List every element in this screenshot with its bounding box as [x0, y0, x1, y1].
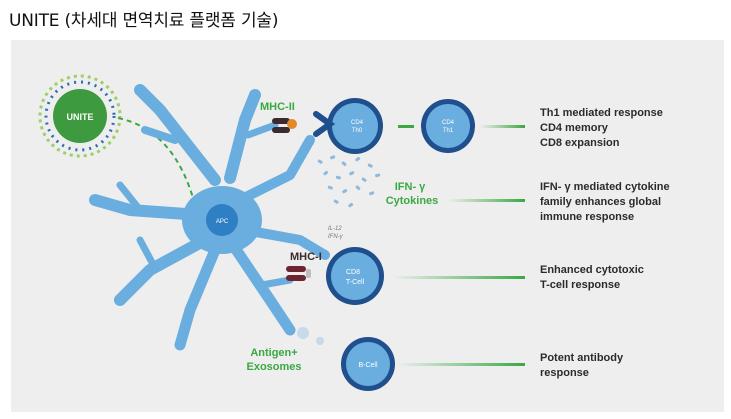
cd8-label-line2: T-Cell — [346, 279, 365, 286]
th0-label-line1: CD4 — [351, 120, 364, 126]
unite-label: UNITE — [67, 112, 94, 122]
cytokine-particles — [317, 155, 381, 208]
unite-core — [53, 89, 107, 143]
arrow-ifn — [448, 199, 525, 202]
exosome-bubble — [297, 327, 309, 339]
outcome-ifn-line1: IFN- γ mediated cytokine — [540, 181, 670, 193]
mhc1-receptor-icon — [286, 266, 311, 281]
th1-label-line1: CD4 — [442, 120, 455, 126]
cd4-th0-cell: CD4 Th0 — [313, 98, 383, 154]
ifn-label-line1: IFN- γ — [395, 181, 426, 193]
tcr-receptor-icon — [313, 111, 336, 137]
outcome-bcell-line1: Potent antibody — [540, 352, 624, 364]
bcell-label: B-Cell — [358, 362, 378, 369]
cd4-th1-cell: CD4 Th1 — [421, 99, 475, 153]
mhc1-label: MHC-I — [290, 251, 322, 263]
antigen-label-line2: Exosomes — [246, 361, 301, 373]
apc-nucleus — [206, 204, 238, 236]
cd8-tcell: CD8 T-Cell — [326, 247, 384, 305]
dashed-connector — [117, 117, 196, 206]
dna-ring-icon — [38, 74, 122, 158]
arrow-th1 — [480, 125, 525, 128]
exosome-bubble — [316, 337, 324, 345]
mhc2-label: MHC-II — [260, 101, 295, 113]
page-title: UNITE (차세대 면역치료 플랫폼 기술) — [9, 11, 279, 31]
outcome-th1-line2: CD4 memory — [540, 122, 609, 134]
th1-label-line2: Th1 — [443, 128, 454, 134]
outcome-th1-line1: Th1 mediated response — [540, 107, 663, 119]
th0-label-line2: Th0 — [352, 128, 363, 134]
outcome-cd8-line1: Enhanced cytotoxic — [540, 264, 644, 276]
unite-badge: UNITE — [38, 74, 122, 158]
apc-cell — [89, 84, 330, 351]
ifn-label-line2: Cytokines — [386, 195, 439, 207]
outcome-th1-line3: CD8 expansion — [540, 137, 620, 149]
arrow-bcell — [398, 363, 525, 366]
il12-label-line2: IFN-γ — [328, 234, 344, 240]
outcome-cd8-line2: T-cell response — [540, 279, 620, 291]
cd8-label-line1: CD8 — [346, 269, 360, 276]
outcome-bcell-line2: response — [540, 367, 589, 379]
th0-th1-arrow — [398, 125, 414, 128]
b-cell: B-Cell — [341, 337, 395, 391]
arrow-cd8 — [392, 276, 525, 279]
outcome-ifn-line3: immune response — [540, 211, 634, 223]
il12-label-line1: IL-12 — [328, 226, 342, 232]
antigen-label-line1: Antigen+ — [250, 347, 297, 359]
apc-label: APC — [216, 219, 229, 225]
mhc2-receptor-icon — [272, 118, 297, 133]
outcome-ifn-line2: family enhances global — [540, 196, 661, 208]
